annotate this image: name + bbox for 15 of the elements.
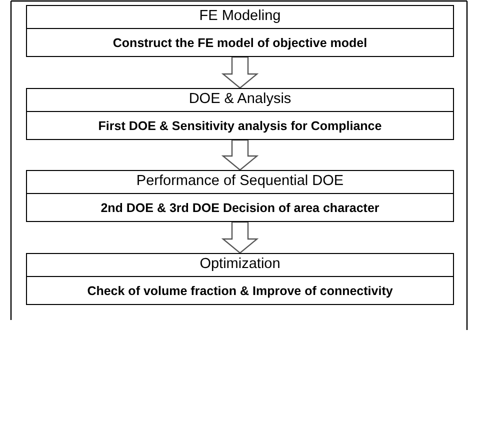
node-heading: FE Modeling [27, 6, 453, 29]
process-box [26, 88, 454, 140]
process-box [26, 253, 454, 305]
node-description: First DOE & Sensitivity analysis for Compliance [97, 118, 383, 135]
hollow-arrow [221, 139, 259, 171]
node-description: Check of volume fraction & Improve of connectivity [86, 283, 394, 300]
node-description: 2nd DOE & 3rd DOE Decision of area character [100, 200, 380, 217]
node-heading: Optimization [27, 254, 453, 277]
node-heading: Performance of Sequential DOE [27, 171, 453, 194]
hollow-arrow [221, 56, 259, 89]
process-box [26, 170, 454, 222]
hollow-arrow [221, 221, 259, 254]
process-box [26, 5, 454, 57]
node-heading: DOE & Analysis [27, 89, 453, 112]
node-description: Construct the FE model of objective model [112, 35, 368, 52]
